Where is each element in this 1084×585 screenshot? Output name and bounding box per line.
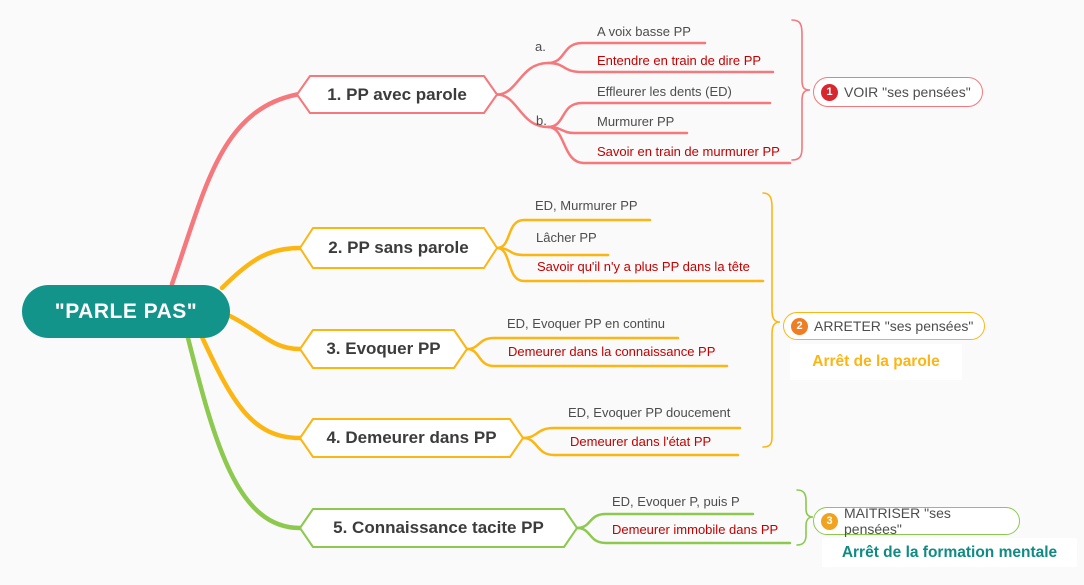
branch-1-curve xyxy=(169,92,300,287)
branch-4-line-2 xyxy=(521,436,740,457)
subtopic-2-3[interactable]: Savoir qu'il n'y a plus PP dans la tête xyxy=(537,259,750,274)
summary-brace-1 xyxy=(791,19,811,161)
summary-2-badge: 2 xyxy=(791,317,808,335)
summary-1-label: VOIR "ses pensées" xyxy=(844,84,971,100)
branch-5-line-2 xyxy=(575,526,792,545)
topic-2-label: 2. PP sans parole xyxy=(328,238,469,257)
branch-2-line-3 xyxy=(495,246,765,283)
branch-2-line-1 xyxy=(495,218,652,250)
subtopic-3-2[interactable]: Demeurer dans la connaissance PP xyxy=(508,344,716,359)
topic-1[interactable]: 1. PP avec parole xyxy=(297,76,497,113)
branch-2-line-2 xyxy=(495,246,610,257)
subtopic-1b2[interactable]: Murmurer PP xyxy=(597,114,675,129)
caption-arret-formation-mentale[interactable]: Arrêt de la formation mentale xyxy=(822,538,1077,567)
subtopic-2-2[interactable]: Lâcher PP xyxy=(536,230,597,245)
topic-box-3 xyxy=(299,329,468,369)
summary-2-label: ARRETER "ses pensées" xyxy=(814,318,974,334)
topic-box-5 xyxy=(299,508,578,548)
branch-3-line-2 xyxy=(465,347,729,368)
root-topic[interactable]: "PARLE PAS" xyxy=(22,285,230,338)
summary-3-pill[interactable]: 3 MAITRISER "ses pensées" xyxy=(813,505,1020,537)
topic-box-4 xyxy=(299,418,524,458)
subtopic-4-1[interactable]: ED, Evoquer PP doucement xyxy=(568,405,731,420)
subtopic-1a1[interactable]: A voix basse PP xyxy=(597,24,691,39)
group-b-label[interactable]: b. xyxy=(536,113,547,128)
topic-5-label: 5. Connaissance tacite PP xyxy=(333,518,544,537)
summary-brace-3 xyxy=(796,489,814,546)
topic-box-1 xyxy=(296,75,498,114)
subtopic-5-1[interactable]: ED, Evoquer P, puis P xyxy=(612,494,740,509)
topic-3-label: 3. Evoquer PP xyxy=(326,339,441,358)
topic-1-label: 1. PP avec parole xyxy=(327,84,467,104)
branch-2-curve xyxy=(219,245,303,291)
subtopic-1b1[interactable]: Effleurer les dents (ED) xyxy=(597,84,732,99)
branch-1b-line-3 xyxy=(546,125,792,165)
summary-3-label: MAITRISER "ses pensées" xyxy=(844,505,951,537)
group-a-label[interactable]: a. xyxy=(535,39,546,54)
topic-3[interactable]: 3. Evoquer PP xyxy=(300,330,467,368)
branch-1a-line-2 xyxy=(546,61,775,74)
branch-4-curve xyxy=(199,334,303,441)
subtopic-5-2[interactable]: Demeurer immobile dans PP xyxy=(612,522,779,537)
summary-1-badge: 1 xyxy=(821,83,838,101)
root-topic-label: "PARLE PAS" xyxy=(54,299,198,323)
subtopic-2-1[interactable]: ED, Murmurer PP xyxy=(535,198,638,213)
caption-arret-parole[interactable]: Arrêt de la parole xyxy=(790,344,962,380)
topic-5[interactable]: 5. Connaissance tacite PP xyxy=(300,509,577,547)
summary-3-badge: 3 xyxy=(821,512,838,530)
subtopic-1a2[interactable]: Entendre en train de dire PP xyxy=(597,53,762,68)
subtopic-1b3[interactable]: Savoir en train de murmurer PP xyxy=(597,144,780,159)
topic-box-2 xyxy=(299,227,498,269)
branch-5-curve xyxy=(185,335,303,531)
summary-brace-2 xyxy=(762,192,781,448)
topic-2[interactable]: 2. PP sans parole xyxy=(300,228,497,268)
topic-4-label: 4. Demeurer dans PP xyxy=(326,428,497,447)
subtopic-3-1[interactable]: ED, Evoquer PP en continu xyxy=(507,316,666,331)
topic-4[interactable]: 4. Demeurer dans PP xyxy=(300,419,523,457)
subtopic-4-2[interactable]: Demeurer dans l'état PP xyxy=(570,434,712,449)
summary-2-pill[interactable]: 2 ARRETER "ses pensées" xyxy=(783,312,985,340)
branch-3-curve xyxy=(227,313,303,352)
summary-1-pill[interactable]: 1 VOIR "ses pensées" xyxy=(813,77,983,107)
